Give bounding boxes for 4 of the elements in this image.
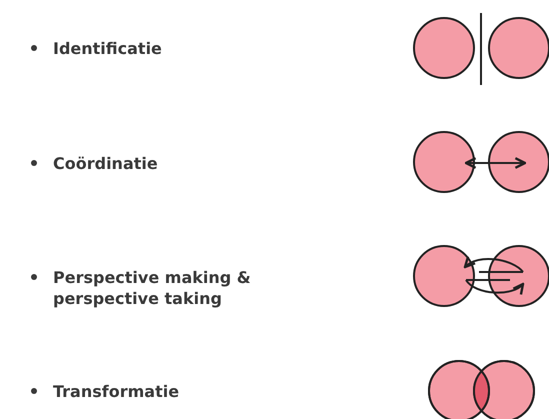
list-item: Coördinatie	[53, 153, 159, 174]
list-item: Identificatie	[53, 38, 163, 59]
list-item: Perspective making & perspective taking	[53, 267, 252, 309]
list-item: Transformatie	[53, 381, 180, 402]
